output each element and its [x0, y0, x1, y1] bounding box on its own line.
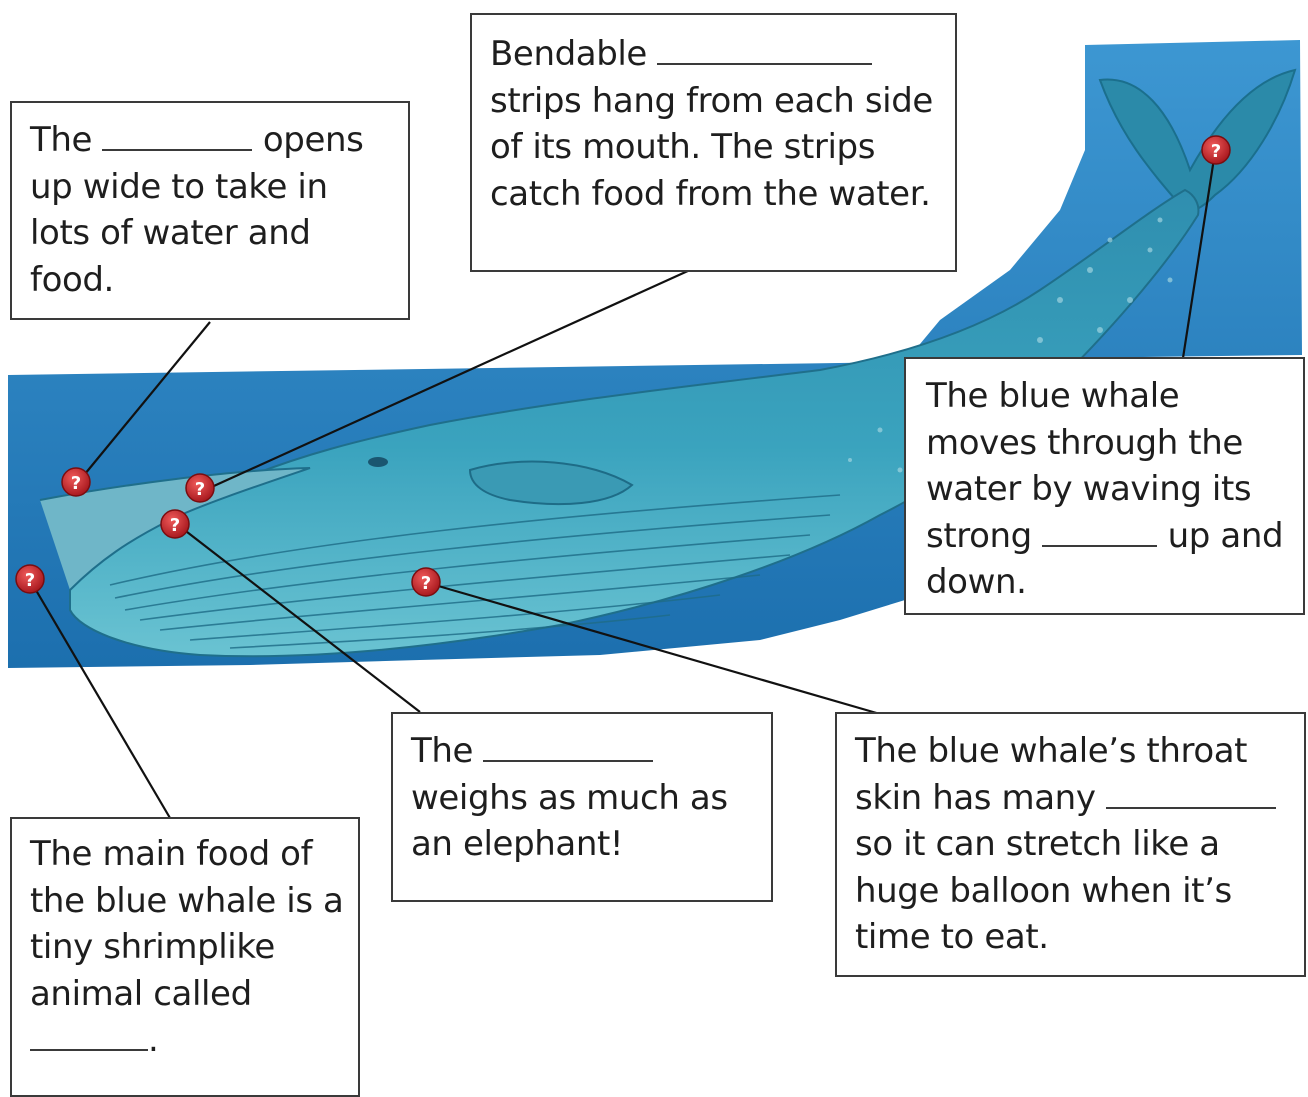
label-food-after: .: [148, 1020, 158, 1060]
answer-blank-food[interactable]: [30, 1019, 148, 1051]
label-box-baleen: Bendable strips hang from each side of i…: [470, 13, 957, 272]
pin-tongue[interactable]: ?: [161, 510, 189, 538]
label-box-tail: The blue whale moves through the water b…: [904, 357, 1305, 615]
label-throat-after: so it can stretch like a huge balloon wh…: [855, 824, 1232, 957]
answer-blank-tongue[interactable]: [483, 730, 653, 762]
label-mouth-before: The: [30, 120, 92, 160]
label-box-mouth: The opens up wide to take in lots of wat…: [10, 101, 410, 320]
answer-blank-mouth[interactable]: [102, 119, 252, 151]
pin-throat-symbol: ?: [421, 573, 431, 594]
label-food-before: The main food of the blue whale is a tin…: [30, 834, 343, 1014]
whale-eye: [368, 457, 388, 467]
pin-tongue-symbol: ?: [170, 515, 180, 536]
pin-tail-symbol: ?: [1211, 141, 1221, 162]
label-box-tongue: The weighs as much as an elephant!: [391, 712, 773, 902]
label-tongue-before: The: [411, 731, 473, 771]
pin-tail[interactable]: ?: [1202, 136, 1230, 164]
pin-food[interactable]: ?: [16, 565, 44, 593]
pin-mouth[interactable]: ?: [62, 468, 90, 496]
answer-blank-baleen[interactable]: [657, 33, 872, 65]
label-baleen-before: Bendable: [490, 34, 647, 74]
label-box-food: The main food of the blue whale is a tin…: [10, 817, 360, 1097]
label-baleen-after: strips hang from each side of its mouth.…: [490, 81, 933, 214]
pin-food-symbol: ?: [25, 570, 35, 591]
pin-baleen[interactable]: ?: [186, 474, 214, 502]
pin-throat[interactable]: ?: [412, 568, 440, 596]
pin-mouth-symbol: ?: [71, 473, 81, 494]
answer-blank-throat[interactable]: [1106, 777, 1276, 809]
label-box-throat: The blue whale’s throat skin has many so…: [835, 712, 1306, 977]
label-tongue-after: weighs as much as an elephant!: [411, 778, 728, 865]
pin-baleen-symbol: ?: [195, 479, 205, 500]
answer-blank-tail[interactable]: [1042, 515, 1157, 547]
